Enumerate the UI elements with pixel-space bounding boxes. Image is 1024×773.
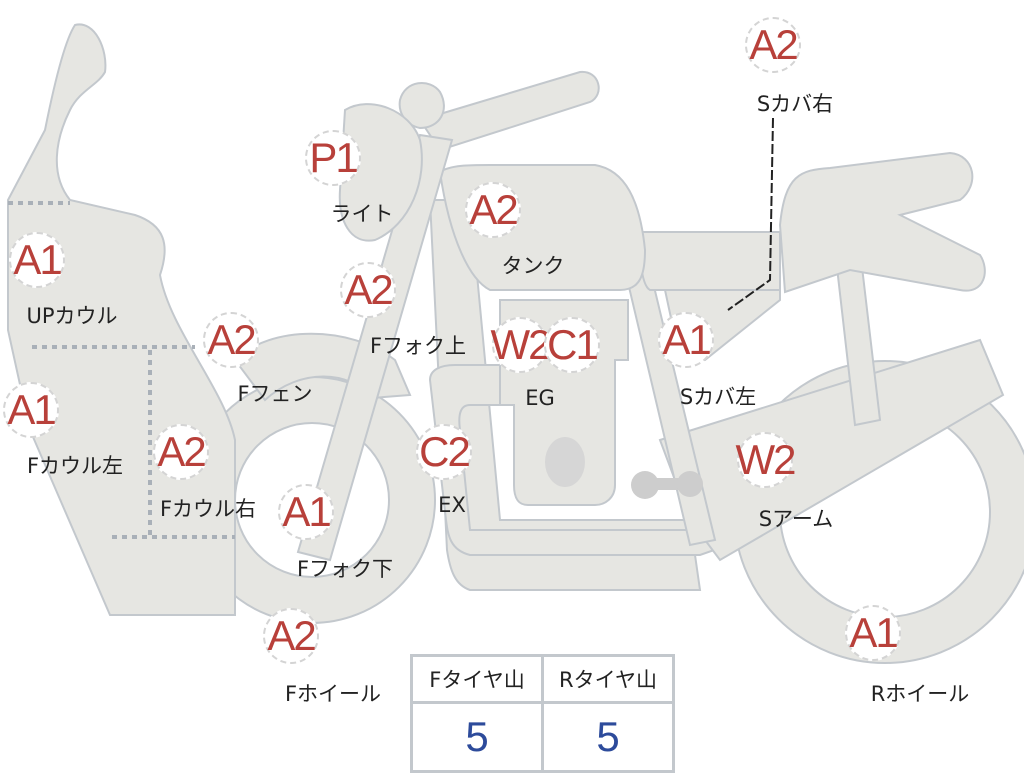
seat-shape bbox=[778, 151, 986, 294]
rear-tire-value: 5 bbox=[541, 701, 675, 773]
part-badge-fork-lower[interactable]: A1 bbox=[278, 484, 334, 540]
part-label: タンク bbox=[501, 254, 565, 278]
part-label: Fホイール bbox=[284, 682, 382, 706]
part-badge-front-cowl-left[interactable]: A1 bbox=[3, 382, 59, 438]
rear-tire-header: Rタイヤ山 bbox=[541, 654, 675, 704]
engine-cover-shape bbox=[545, 437, 585, 487]
part-label: EX bbox=[438, 493, 466, 517]
part-badge-front-fender[interactable]: A2 bbox=[203, 312, 259, 368]
part-label: Fフェン bbox=[237, 382, 313, 406]
part-label: UPカウル bbox=[26, 304, 118, 328]
part-badge-rear-wheel[interactable]: A1 bbox=[845, 605, 901, 661]
front-fork-shape bbox=[296, 133, 454, 562]
part-label: Sカバ右 bbox=[756, 92, 834, 116]
front-tire-value: 5 bbox=[410, 701, 544, 773]
part-label: Fフォク上 bbox=[369, 334, 467, 358]
part-badge-srcover-right[interactable]: A2 bbox=[745, 17, 801, 73]
part-badge-front-wheel[interactable]: A2 bbox=[263, 608, 319, 664]
part-label: Fカウル右 bbox=[159, 497, 257, 521]
part-label: EG bbox=[525, 386, 555, 410]
part-badge-engine-c[interactable]: C1 bbox=[544, 317, 600, 373]
part-badge-light[interactable]: P1 bbox=[305, 130, 361, 186]
handlebar-shape bbox=[418, 70, 600, 152]
part-label: ライト bbox=[330, 202, 394, 226]
part-label: Rホイール bbox=[870, 682, 970, 706]
part-badge-engine-w[interactable]: W2 bbox=[491, 317, 552, 373]
part-label: Sカバ左 bbox=[679, 385, 757, 409]
part-badge-side-cover-left[interactable]: A1 bbox=[658, 312, 714, 368]
part-label: Sアーム bbox=[758, 507, 834, 531]
part-badge-tank[interactable]: A2 bbox=[465, 182, 521, 238]
part-badge-front-cowl-right[interactable]: A2 bbox=[153, 424, 209, 480]
part-badge-upper-cowl[interactable]: A1 bbox=[9, 232, 65, 288]
side-cover-right-shape bbox=[638, 231, 781, 291]
part-badge-exhaust[interactable]: C2 bbox=[416, 424, 472, 480]
part-label: Fカウル左 bbox=[26, 454, 124, 478]
part-badge-fork-upper[interactable]: A2 bbox=[340, 262, 396, 318]
part-label: Fフォク下 bbox=[296, 557, 394, 581]
headlight-shape bbox=[338, 103, 423, 242]
cowl-section-dividers bbox=[8, 201, 235, 539]
tire-tread-table: Fタイヤ山 Rタイヤ山 5 5 bbox=[410, 654, 675, 773]
footpeg-shape bbox=[631, 471, 703, 499]
leader-line bbox=[727, 117, 774, 311]
part-badge-swingarm[interactable]: W2 bbox=[736, 432, 797, 488]
front-tire-header: Fタイヤ山 bbox=[410, 654, 544, 704]
